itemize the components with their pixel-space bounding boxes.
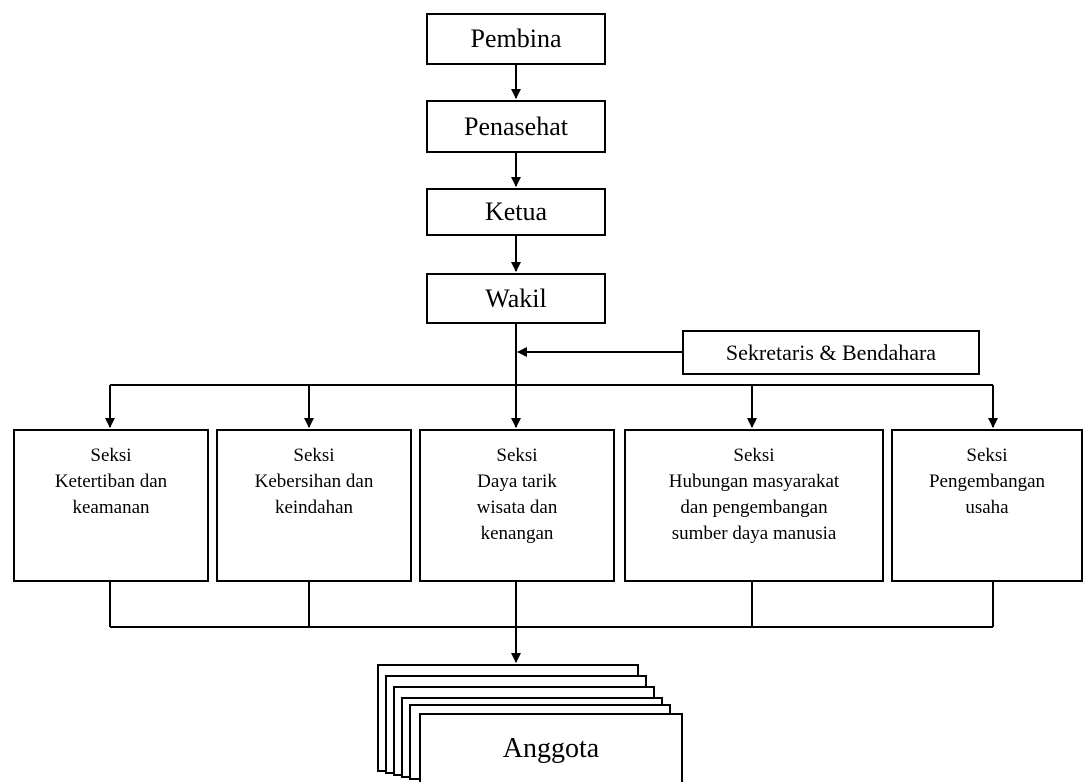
seksi-2-line1: Seksi <box>293 445 335 466</box>
box-ketua: Ketua <box>426 188 606 236</box>
seksi-2-line3: keindahan <box>274 497 354 518</box>
box-anggota: Anggota <box>419 713 683 782</box>
wakil-label: Wakil <box>485 283 547 313</box>
box-seksi-ketertiban: Seksi Ketertiban dan keamanan <box>13 429 209 582</box>
seksi-3-line2: Daya tarik <box>477 471 557 492</box>
penasehat-label: Penasehat <box>464 111 568 141</box>
seksi-5-line3: usaha <box>965 497 1009 518</box>
sekretaris-label: Sekretaris & Bendahara <box>725 339 937 365</box>
seksi-5-line1: Seksi <box>966 445 1008 466</box>
box-seksi-kebersihan: Seksi Kebersihan dan keindahan <box>216 429 412 582</box>
box-pembina: Pembina <box>426 13 606 65</box>
box-sekretaris-bendahara: Sekretaris & Bendahara <box>682 330 980 375</box>
box-wakil: Wakil <box>426 273 606 324</box>
seksi-2-line2: Kebersihan dan <box>254 471 374 492</box>
anggota-label: Anggota <box>502 732 600 764</box>
seksi-1-line1: Seksi <box>90 445 132 466</box>
seksi-5-line2: Pengembangan <box>928 471 1046 492</box>
box-seksi-hubungan-masyarakat: Seksi Hubungan masyarakat dan pengembang… <box>624 429 884 582</box>
seksi-3-line4: kenangan <box>480 523 554 544</box>
seksi-3-line3: wisata dan <box>476 497 558 518</box>
ketua-label: Ketua <box>484 197 548 226</box>
box-seksi-daya-tarik: Seksi Daya tarik wisata dan kenangan <box>419 429 615 582</box>
pembina-label: Pembina <box>470 24 562 53</box>
seksi-4-line2: Hubungan masyarakat <box>668 471 840 492</box>
seksi-3-line1: Seksi <box>496 445 538 466</box>
seksi-1-line2: Ketertiban dan <box>54 471 168 492</box>
seksi-4-line4: sumber daya manusia <box>671 523 837 544</box>
seksi-1-line3: keamanan <box>72 497 150 518</box>
seksi-4-line3: dan pengembangan <box>680 497 828 518</box>
box-seksi-pengembangan-usaha: Seksi Pengembangan usaha <box>891 429 1083 582</box>
seksi-4-line1: Seksi <box>733 445 775 466</box>
box-penasehat: Penasehat <box>426 100 606 153</box>
